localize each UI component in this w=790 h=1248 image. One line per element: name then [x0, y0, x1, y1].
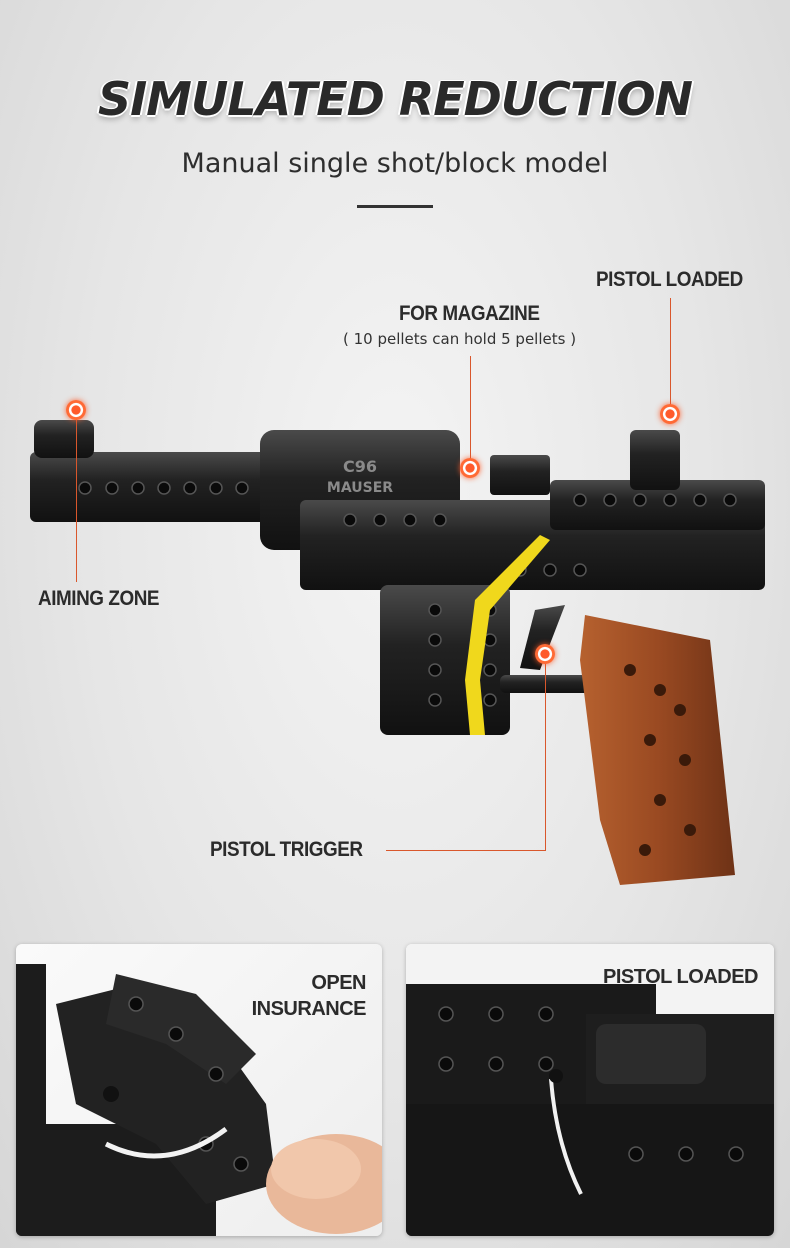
aiming-zone-marker [66, 400, 86, 420]
page-title: SIMULATED REDUCTION [97, 72, 693, 126]
pistol-loaded-line [670, 298, 671, 406]
aiming-zone-line [76, 416, 77, 582]
panel-label-line1: OPEN [311, 972, 366, 994]
callout-pistol-loaded: PISTOL LOADED [596, 268, 743, 291]
trigger [520, 605, 565, 670]
magazine-marker [460, 458, 480, 478]
gun-illustration: C96 MAUSER [30, 420, 765, 885]
panel-label-open-insurance: OPEN INSURANCE [251, 970, 367, 1022]
magazine-line [470, 356, 471, 460]
rubber-band [465, 535, 550, 735]
callout-pistol-trigger: PISTOL TRIGGER [210, 838, 363, 861]
pistol-trigger-line-vertical [545, 660, 546, 851]
panel-label-line2: INSURANCE [251, 998, 367, 1020]
pistol-trigger-marker [535, 644, 555, 664]
panel-label-pistol-loaded: PISTOL LOADED [602, 964, 759, 990]
panel-label-line1: PISTOL LOADED [602, 966, 759, 988]
rear-sight [630, 430, 680, 490]
detail-panel-pistol-loaded: PISTOL LOADED [406, 944, 774, 1236]
gun-brand-mark: MAUSER [327, 480, 393, 496]
callout-for-magazine: FOR MAGAZINE [399, 302, 540, 325]
pistol-loaded-photo [406, 944, 774, 1236]
gun-model-mark: C96 [343, 457, 377, 476]
title-divider [357, 205, 433, 208]
grip [580, 615, 735, 885]
loading-block [490, 455, 550, 495]
open-insurance-photo [16, 964, 382, 1236]
rear-body [550, 480, 765, 530]
pistol-trigger-line-horizontal [386, 850, 546, 851]
callout-magazine-note: ( 10 pellets can hold 5 pellets ) [343, 330, 577, 348]
front-sight [34, 420, 94, 458]
page-subtitle: Manual single shot/block model [181, 148, 609, 179]
barrel-beam [30, 452, 330, 522]
callout-aiming-zone: AIMING ZONE [38, 587, 160, 610]
pistol-loaded-marker [660, 404, 680, 424]
detail-panel-open-insurance: OPEN INSURANCE [16, 944, 382, 1236]
